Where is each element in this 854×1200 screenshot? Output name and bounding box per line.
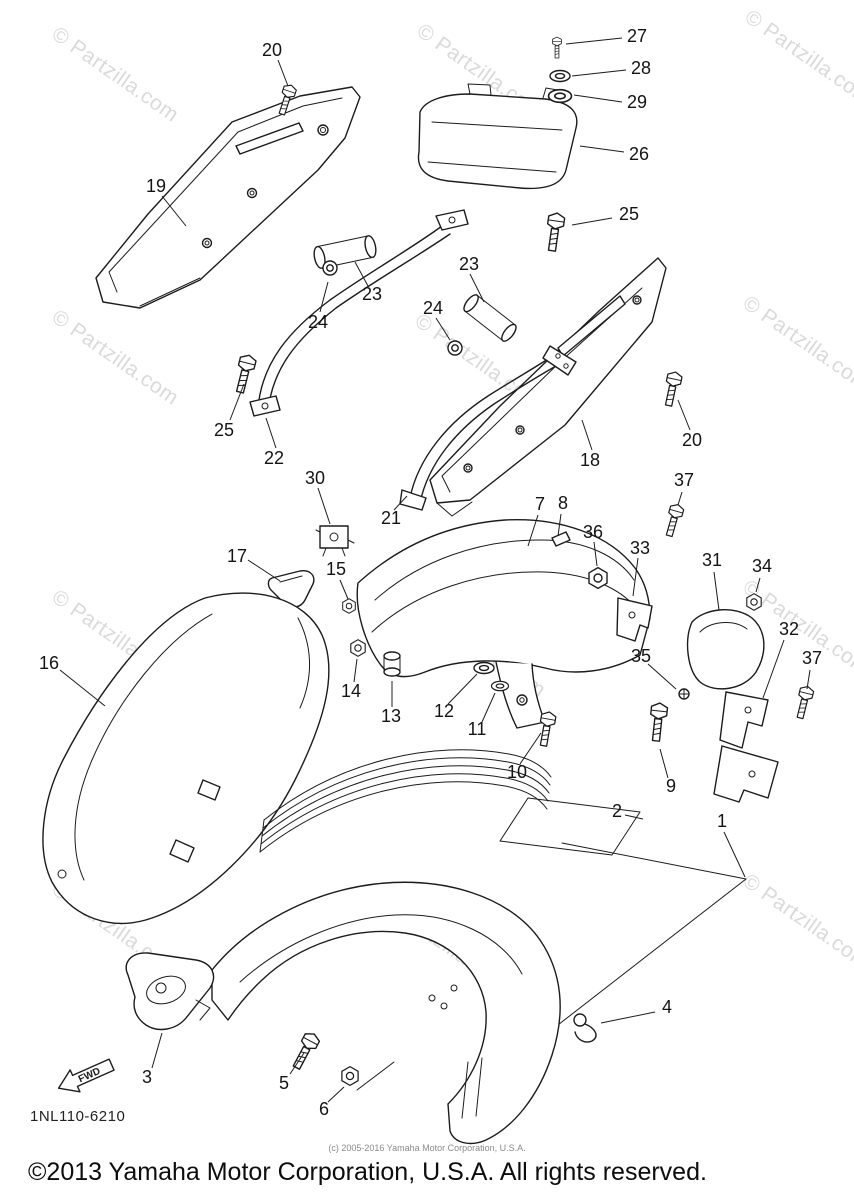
part-33-bracket: [616, 597, 653, 642]
part-callout-9: 9: [666, 776, 676, 796]
part-23-collar: [463, 294, 517, 342]
part-8-clip: [551, 531, 571, 547]
part-callout-18: 18: [580, 450, 600, 470]
part-callout-26: 26: [629, 144, 649, 164]
part-callout-20: 20: [682, 430, 702, 450]
part-11-washer: [490, 680, 510, 692]
part-32-bracket: [713, 691, 779, 803]
part-37-bolt: [792, 684, 816, 721]
part-callout-22: 22: [264, 448, 284, 468]
part-callout-25: 25: [214, 420, 234, 440]
footer-copyright-large: ©2013 Yamaha Motor Corporation, U.S.A. A…: [28, 1158, 707, 1186]
part-callout-25: 25: [619, 204, 639, 224]
part-36-nut: [588, 566, 608, 590]
part-callout-24: 24: [423, 298, 443, 318]
part-callout-24: 24: [308, 312, 328, 332]
part-callout-23: 23: [362, 284, 382, 304]
part-code: 1NL110-6210: [30, 1108, 126, 1125]
part-12-washer: [473, 661, 495, 675]
part-callout-17: 17: [227, 546, 247, 566]
part-callout-19: 19: [146, 176, 166, 196]
part-25-bolt: [543, 211, 566, 253]
fwd-arrow-label: FWD: [77, 1066, 102, 1085]
part-14-nut: [350, 639, 366, 657]
part-callout-28: 28: [631, 58, 651, 78]
part-callout-8: 8: [558, 493, 568, 513]
part-19-side-panel: [95, 86, 361, 309]
part-24-bushing: [447, 340, 463, 356]
part-callout-5: 5: [279, 1073, 289, 1093]
part-callout-37: 37: [802, 648, 822, 668]
footer-copyright-small: (c) 2005-2016 Yamaha Motor Corporation, …: [328, 1143, 526, 1153]
part-28-washer: [549, 69, 571, 83]
part-15-nut: [342, 598, 356, 614]
part-callout-32: 32: [779, 619, 799, 639]
part-callout-11: 11: [468, 719, 487, 739]
part-callout-20: 20: [262, 40, 282, 60]
assembly-line: [356, 1061, 395, 1091]
part-9-bolt: [647, 701, 669, 743]
part-1-front-fender-assembly: [211, 881, 561, 1145]
part-callout-23: 23: [459, 254, 479, 274]
part-callout-12: 12: [434, 701, 454, 721]
part-26-cover: [417, 83, 578, 190]
part-29-washer: [547, 88, 573, 104]
part-3-side-cover: [125, 952, 215, 1031]
part-callout-36: 36: [583, 522, 603, 542]
part-callout-6: 6: [319, 1099, 329, 1119]
part-30-clamp: [315, 525, 355, 557]
part-18-side-panel: [429, 257, 667, 517]
leader-lines: [59, 37, 811, 1103]
part-21-bracket: [399, 345, 577, 511]
part-34-nut: [746, 593, 762, 611]
part-callout-30: 30: [305, 468, 325, 488]
part-callout-34: 34: [752, 556, 772, 576]
part-callout-14: 14: [341, 681, 361, 701]
part-2-seal-strips: [259, 749, 641, 856]
fwd-arrow: FWD: [57, 1058, 115, 1093]
part-callout-29: 29: [627, 92, 647, 112]
part-callout-37: 37: [674, 470, 694, 490]
part-callout-27: 27: [627, 26, 647, 46]
part-20-bolt: [660, 369, 684, 408]
part-callout-7: 7: [535, 494, 545, 514]
part-callout-16: 16: [39, 653, 59, 673]
part-callout-33: 33: [630, 538, 650, 558]
part-24-bushing: [322, 260, 338, 276]
part-25-bolt: [231, 352, 258, 395]
part-4-clip: [573, 1013, 597, 1043]
part-callout-10: 10: [507, 762, 527, 782]
part-23-collar: [313, 235, 377, 269]
part-callout-1: 1: [717, 811, 727, 831]
part-13-bushing: [383, 651, 401, 677]
part-5-bolt: [288, 1029, 322, 1073]
part-35-screw: [678, 688, 690, 700]
part-31-guard: [686, 609, 765, 690]
part-7-rear-fender: [356, 518, 651, 729]
part-16-front-fender: [42, 592, 330, 925]
part-6-nut: [341, 1066, 359, 1086]
part-callout-15: 15: [326, 559, 346, 579]
part-callout-4: 4: [662, 997, 672, 1017]
part-callout-13: 13: [381, 706, 401, 726]
part-callout-21: 21: [381, 508, 401, 528]
part-callout-35: 35: [631, 646, 651, 666]
part-callout-31: 31: [702, 550, 722, 570]
part-37-bolt: [662, 502, 686, 539]
part-callout-2: 2: [612, 801, 622, 821]
part-22-stay: [249, 209, 469, 417]
part-callout-3: 3: [142, 1067, 152, 1087]
part-27-bolt: [552, 36, 562, 59]
